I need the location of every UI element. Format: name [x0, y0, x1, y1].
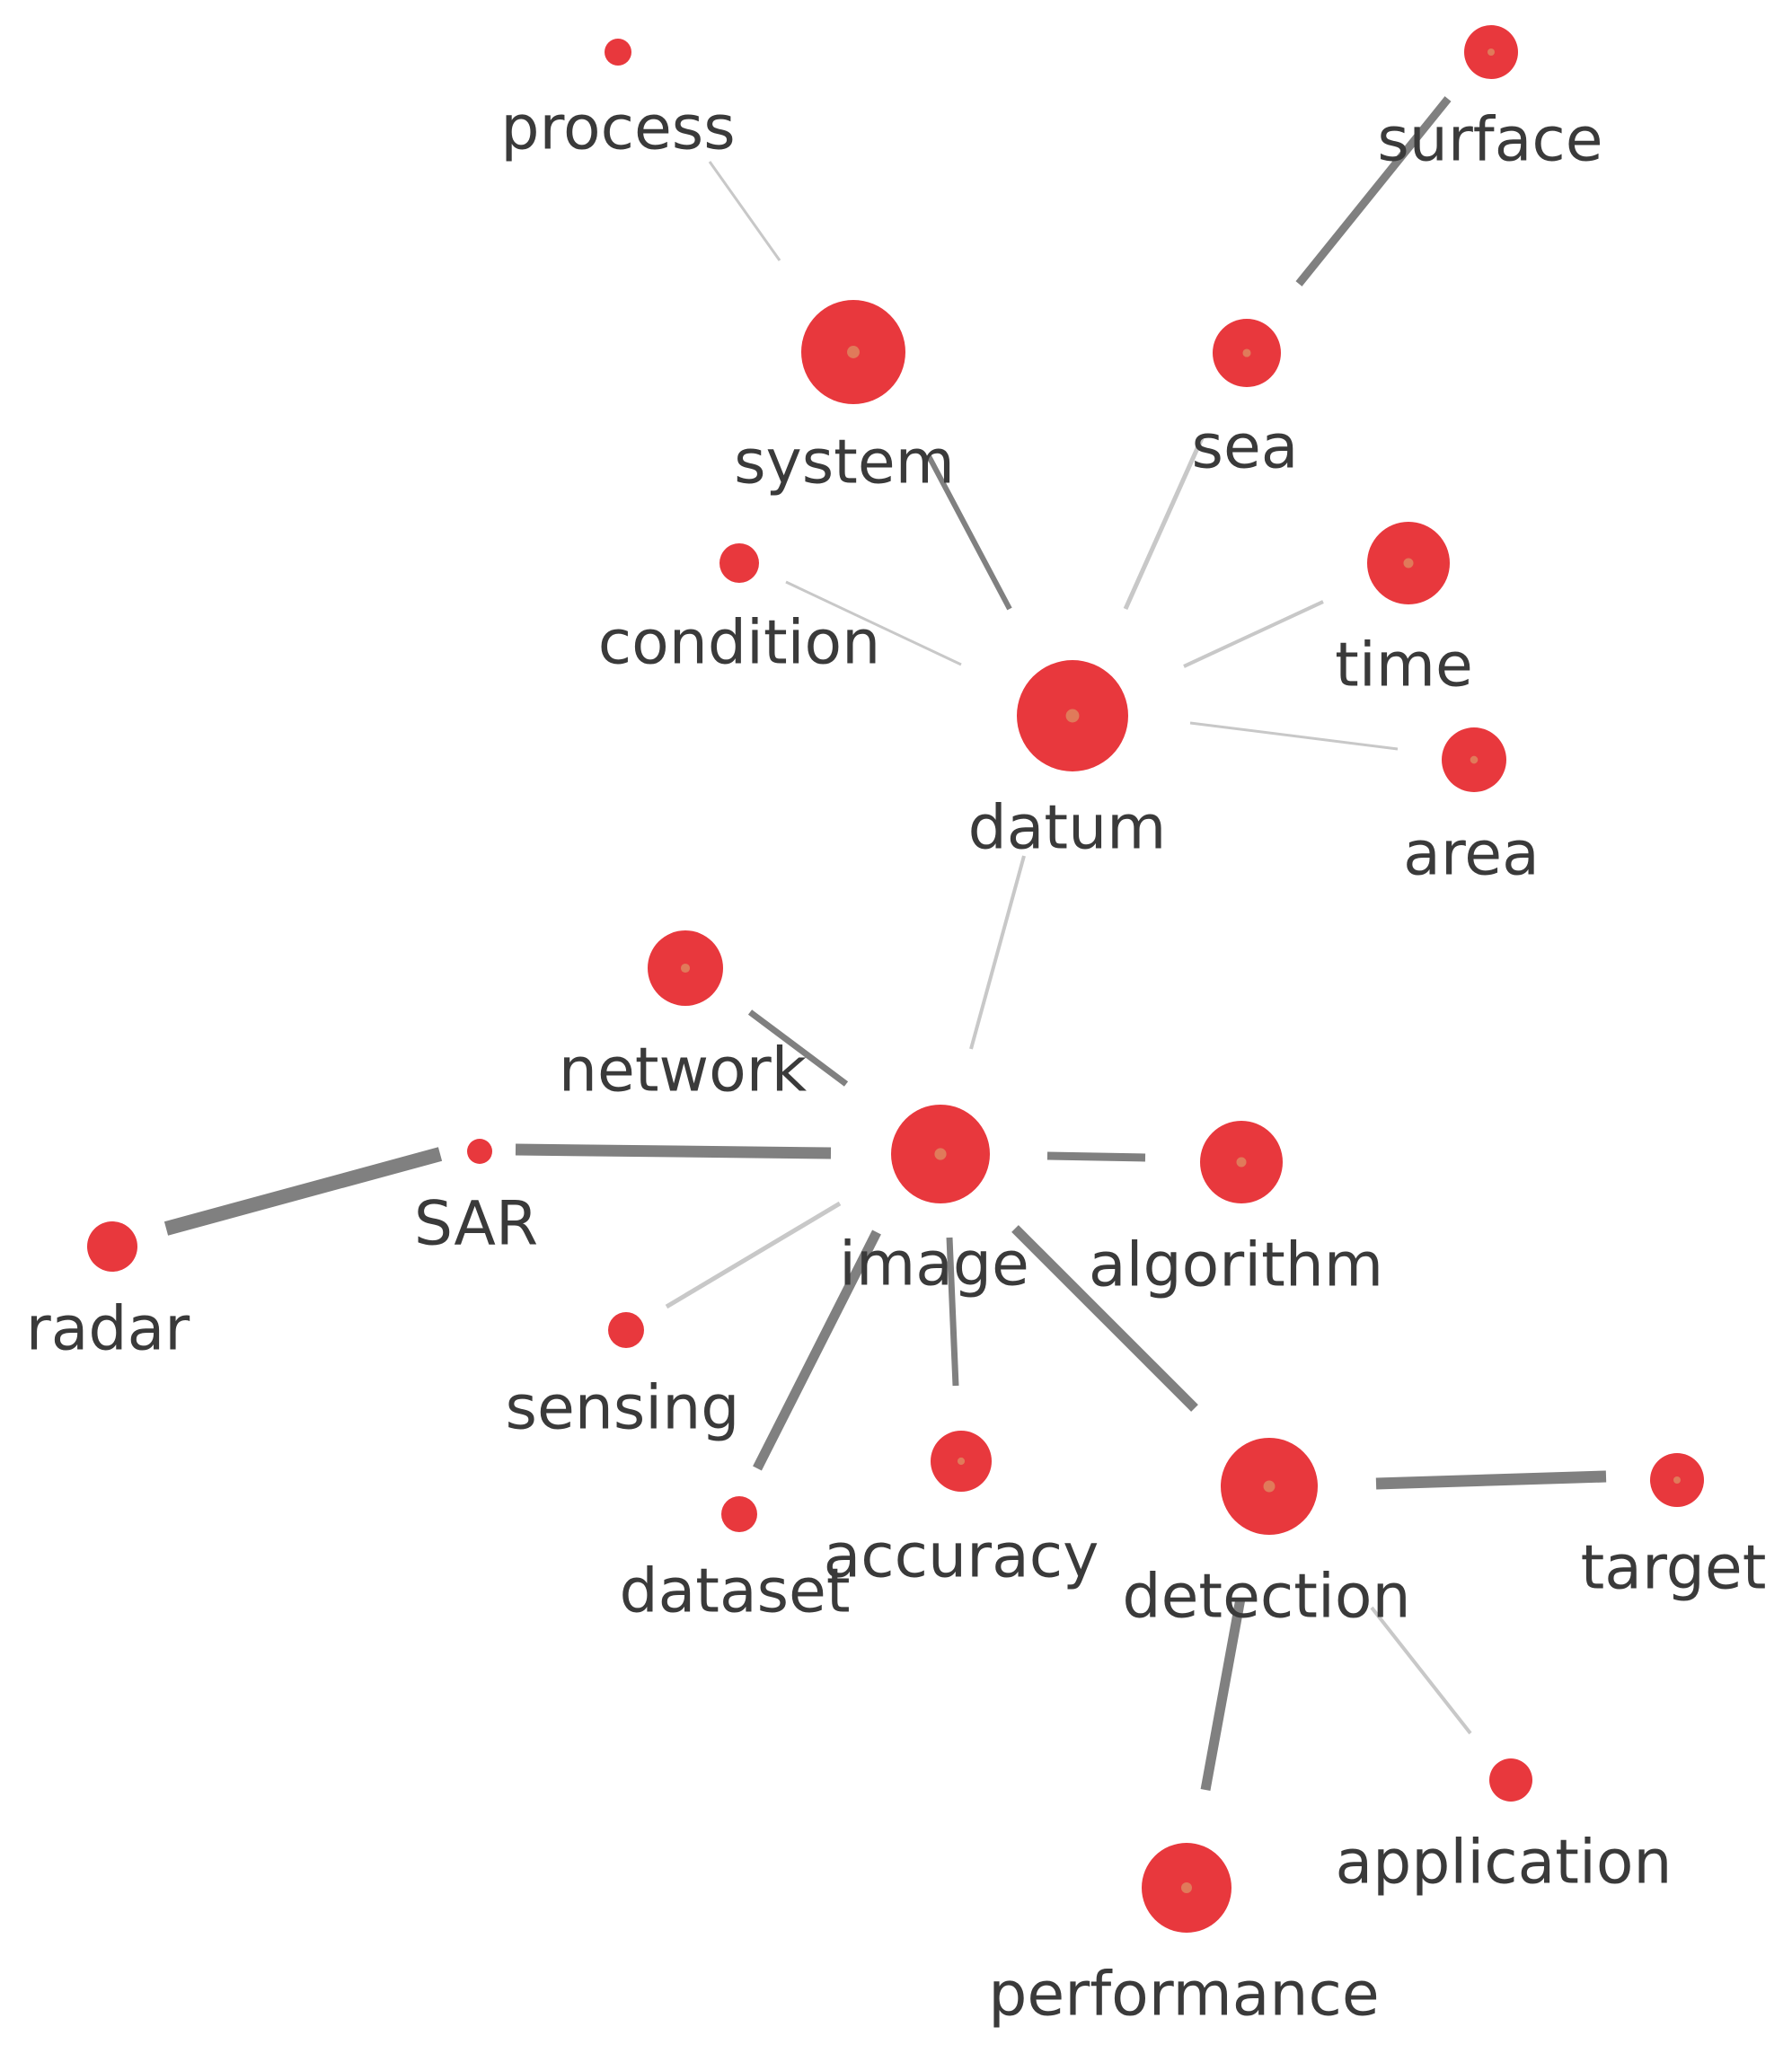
node-radar — [87, 1221, 137, 1272]
edge-system-datum — [926, 454, 1012, 611]
edge-sea-datum — [1123, 436, 1205, 611]
node-center-system — [847, 346, 860, 358]
edge-network-image — [747, 1009, 849, 1087]
edge-process-system — [708, 161, 781, 261]
edge-detection-image — [1011, 1225, 1198, 1412]
node-process — [605, 39, 631, 66]
edge-target-detection — [1375, 1470, 1607, 1490]
nodes-layer — [87, 25, 1704, 1933]
label-sar: SAR — [414, 1189, 538, 1260]
edges-layer — [163, 96, 1607, 1791]
node-center-sea — [1242, 348, 1251, 357]
label-network: network — [559, 1035, 808, 1106]
node-center-datum — [1065, 709, 1080, 723]
edge-application-detection — [1370, 1606, 1472, 1735]
label-image: image — [839, 1229, 1029, 1300]
node-center-target — [1673, 1476, 1681, 1484]
node-center-detection — [1263, 1480, 1276, 1493]
node-center-image — [934, 1148, 947, 1160]
label-application: application — [1335, 1828, 1672, 1899]
node-center-algorithm — [1236, 1157, 1247, 1168]
label-dataset: dataset — [619, 1556, 850, 1627]
edge-algorithm-image — [1046, 1151, 1146, 1162]
node-sar — [467, 1139, 492, 1164]
edge-accuracy-image — [946, 1237, 959, 1387]
label-process: process — [500, 93, 735, 164]
label-accuracy: accuracy — [824, 1521, 1099, 1592]
label-detection: detection — [1122, 1562, 1410, 1633]
edge-sensing-image — [665, 1201, 842, 1309]
edge-radar-sar — [163, 1147, 443, 1236]
label-datum: datum — [968, 793, 1167, 864]
label-radar: radar — [26, 1294, 190, 1365]
node-center-area — [1470, 755, 1479, 764]
edge-performance-detection — [1200, 1598, 1246, 1791]
node-sensing — [608, 1312, 644, 1348]
label-target: target — [1581, 1533, 1767, 1604]
edge-surface-sea — [1295, 96, 1452, 286]
node-condition — [719, 543, 759, 583]
node-dataset — [721, 1496, 757, 1532]
edge-condition-datum — [785, 580, 962, 666]
edge-time-datum — [1183, 600, 1324, 668]
label-surface: surface — [1377, 105, 1602, 176]
node-application — [1489, 1758, 1532, 1802]
label-sensing: sensing — [506, 1373, 740, 1444]
labels-layer: process surface system sea condition time datu… — [26, 93, 1767, 2031]
node-center-network — [680, 963, 691, 974]
label-performance: performance — [988, 1960, 1380, 2031]
label-sea: sea — [1192, 412, 1299, 483]
node-center-surface — [1487, 48, 1495, 56]
edge-sar-image — [515, 1143, 832, 1159]
label-condition: condition — [598, 608, 880, 679]
node-center-accuracy — [957, 1457, 966, 1466]
node-center-performance — [1181, 1882, 1192, 1893]
label-algorithm: algorithm — [1089, 1230, 1383, 1301]
edge-dataset-image — [753, 1229, 881, 1471]
label-time: time — [1335, 630, 1473, 701]
edge-area-datum — [1189, 721, 1399, 751]
label-system: system — [734, 427, 955, 498]
label-area: area — [1403, 819, 1540, 890]
node-center-time — [1403, 558, 1414, 568]
edge-datum-image — [969, 855, 1026, 1050]
